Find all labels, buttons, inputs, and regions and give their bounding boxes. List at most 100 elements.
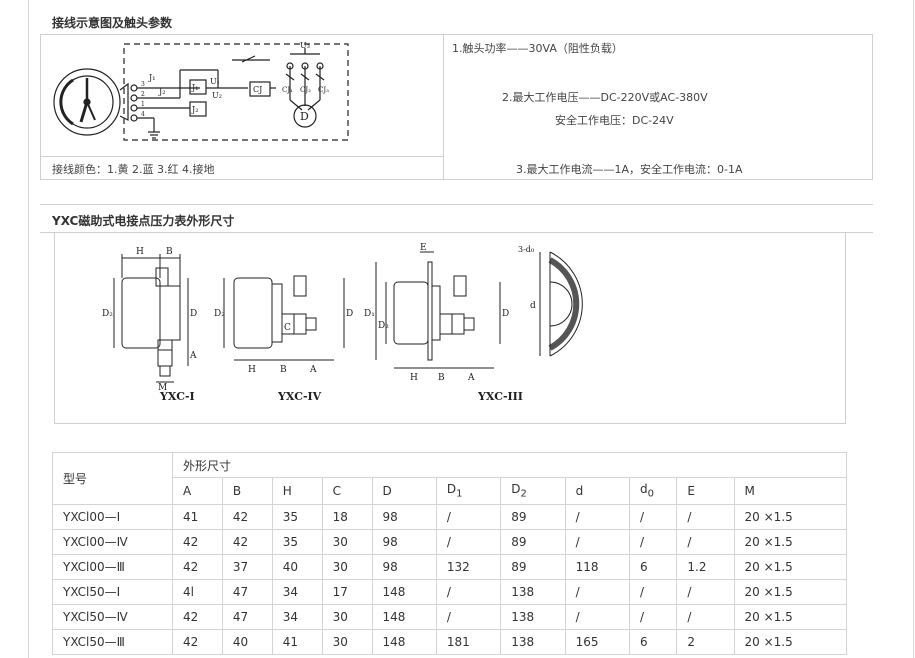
- label-cj2: CJ₂: [300, 86, 311, 94]
- fig3-dim-h: H: [410, 373, 418, 383]
- table-cell: /: [564, 579, 630, 605]
- table-cell: 47: [221, 604, 273, 630]
- fig1-dim-h: H: [136, 247, 144, 257]
- model-header: 型号: [52, 452, 173, 505]
- table-cell: 34: [271, 604, 323, 630]
- table-cell: 138: [500, 629, 566, 655]
- table-cell-model: YXCl00—Ⅰ: [52, 504, 173, 530]
- fig1-dim-m: M: [158, 383, 167, 393]
- fig2-dim-d: D: [346, 309, 353, 319]
- table-cell: 40: [221, 629, 273, 655]
- group-header: 外形尺寸: [172, 452, 847, 478]
- table-cell: 20 ×1.5: [733, 504, 847, 530]
- wiring-diagram: J₁ J₂ J₁ J₂ U₁ U₂ CJ U₃ CJ₁ CJ₂ CJ₃ D 3 …: [53, 41, 349, 141]
- label-cj3: CJ₃: [318, 86, 329, 94]
- content-frame: [28, 0, 914, 658]
- param-safe-voltage: 安全工作电压：DC-24V: [555, 114, 674, 127]
- column-header-c: C: [321, 477, 373, 505]
- label-u3: U₃: [300, 41, 310, 50]
- fig2-label: YXC-IV: [277, 390, 322, 403]
- column-header-d2: D2: [500, 477, 566, 505]
- fig1-dim-b: B: [166, 247, 173, 257]
- wiring-section-title: 接线示意图及触头参数: [52, 16, 173, 30]
- table-cell-model: YXCl50—Ⅰ: [52, 579, 173, 605]
- terminal-1: 1: [141, 101, 145, 108]
- wiring-color-note: 接线颜色：1.黄 2.蓝 3.红 4.接地: [52, 163, 215, 176]
- label-u1: U₁: [210, 77, 220, 86]
- table-cell: 42: [221, 504, 273, 530]
- column-header-d0: d0: [628, 477, 678, 505]
- table-cell-model: YXCl00—Ⅳ: [52, 529, 173, 555]
- table-cell: 98: [371, 529, 437, 555]
- fig1-label: YXC-I: [159, 390, 195, 403]
- table-cell: 148: [371, 579, 437, 605]
- table-cell: 30: [321, 604, 373, 630]
- column-header-h: H: [271, 477, 323, 505]
- fig3-dim-d1: D₁: [364, 309, 375, 319]
- fig2-dim-d2: D₂: [214, 309, 225, 319]
- table-cell: 148: [371, 604, 437, 630]
- table-cell: /: [676, 529, 735, 555]
- fig2-dim-b: B: [280, 365, 287, 375]
- label-j2-relay: J₂: [191, 105, 198, 114]
- table-cell: 35: [271, 529, 323, 555]
- front-dim-d: d: [530, 301, 536, 311]
- column-header-d: D: [371, 477, 437, 505]
- table-cell: 1.2: [676, 554, 735, 580]
- table-cell: 30: [321, 529, 373, 555]
- table-cell: 20 ×1.5: [733, 629, 847, 655]
- table-cell: 138: [500, 579, 566, 605]
- table-cell-model: YXCl50—Ⅲ: [52, 629, 173, 655]
- fig1-dim-d: D: [190, 309, 197, 319]
- label-u2: U₂: [212, 91, 222, 100]
- table-cell: 89: [500, 504, 566, 530]
- table-cell: 138: [500, 604, 566, 630]
- dimension-drawing-panel: [54, 232, 846, 424]
- table-cell: /: [435, 579, 502, 605]
- wiring-panel-footer-rule: [40, 156, 443, 157]
- table-cell: 30: [321, 629, 373, 655]
- table-cell: /: [564, 504, 630, 530]
- fig1-dim-d2: D₂: [102, 309, 113, 319]
- column-header-b: B: [221, 477, 273, 505]
- table-cell: /: [676, 579, 735, 605]
- fig3-dim-a: A: [467, 373, 475, 383]
- table-cell: 35: [271, 504, 323, 530]
- table-cell: /: [628, 504, 678, 530]
- table-cell: 17: [321, 579, 373, 605]
- table-cell: 98: [371, 504, 437, 530]
- table-cell: /: [676, 504, 735, 530]
- wiring-panel: [40, 34, 873, 180]
- table-cell: 34: [271, 579, 323, 605]
- table-cell: 6: [628, 554, 678, 580]
- table-cell: 37: [221, 554, 273, 580]
- table-cell: 20 ×1.5: [733, 554, 847, 580]
- table-cell: /: [628, 604, 678, 630]
- fig2-dim-c: C: [284, 323, 291, 333]
- table-cell: 20 ×1.5: [733, 529, 847, 555]
- column-header-m: M: [733, 477, 847, 505]
- table-cell: /: [628, 529, 678, 555]
- label-cj1: CJ₁: [282, 86, 293, 94]
- table-cell: 42: [172, 604, 223, 630]
- table-cell: /: [435, 604, 502, 630]
- table-cell: 98: [371, 554, 437, 580]
- fig3-dim-d2: D₂: [378, 321, 389, 331]
- dimension-section-title: YXC磁助式电接点压力表外形尺寸: [52, 214, 235, 228]
- label-j2-upper: J₂: [158, 87, 165, 96]
- table-cell: 42: [172, 629, 223, 655]
- table-cell: /: [435, 504, 502, 530]
- column-header-e: E: [676, 477, 735, 505]
- table-cell: /: [564, 529, 630, 555]
- fig1-dim-a: A: [189, 351, 197, 361]
- table-cell: 18: [321, 504, 373, 530]
- table-cell: 181: [435, 629, 502, 655]
- terminal-3: 3: [141, 81, 145, 88]
- table-cell: 6: [628, 629, 678, 655]
- table-cell: /: [564, 604, 630, 630]
- fig3-label: YXC-III: [477, 390, 523, 403]
- fig3-dim-e: E: [420, 243, 427, 253]
